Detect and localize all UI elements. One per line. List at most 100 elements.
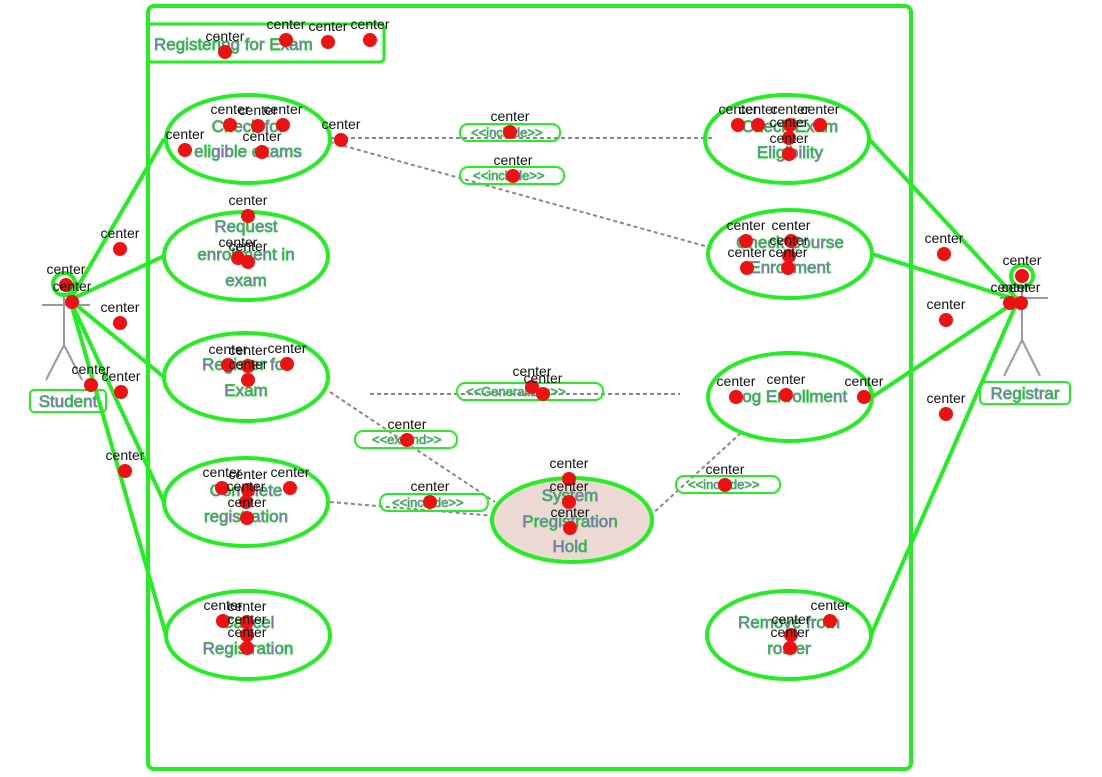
svg-text:<<Generalizes>>: <<Generalizes>> [466, 384, 566, 399]
center-marker-label: center [706, 461, 745, 477]
center-marker-dot [1015, 269, 1029, 283]
center-marker-label: center [211, 101, 250, 117]
center-marker-label: center [1003, 252, 1042, 268]
center-marker-label: center [271, 464, 310, 480]
center-marker-dot [782, 249, 796, 263]
center-marker-label: center [228, 624, 267, 640]
center-marker-label: center [239, 102, 278, 118]
center-marker-dot [536, 387, 550, 401]
system-boundary [146, 4, 913, 771]
center-marker-dot [779, 388, 793, 402]
center-marker-dot [221, 358, 235, 372]
center-marker-dot [65, 295, 79, 309]
center-marker-dot [729, 390, 743, 404]
student-actor-label: Student [39, 392, 98, 411]
center-marker-dot [783, 118, 797, 132]
center-marker-dot [740, 261, 754, 275]
center-marker-dot [939, 407, 953, 421]
center-marker-dot [563, 521, 577, 535]
center-marker-dot [363, 33, 377, 47]
center-marker-label: center [206, 28, 245, 44]
center-marker-label: center [771, 101, 810, 117]
registrar-actor-label: Registrar [991, 384, 1060, 403]
center-marker-label: center [106, 447, 145, 463]
center-marker-label: center [228, 494, 267, 510]
center-marker-dot [241, 209, 255, 223]
center-marker-dot [241, 373, 255, 387]
center-marker-label: center [229, 192, 268, 208]
center-marker-label: center [322, 116, 361, 132]
center-marker-dot [240, 511, 254, 525]
center-marker-dot [400, 433, 414, 447]
center-marker-label: center [772, 611, 811, 627]
center-marker-dot [784, 628, 798, 642]
center-marker-label: center [801, 101, 840, 117]
center-marker-dot [782, 147, 796, 161]
center-marker-label: center [717, 373, 756, 389]
center-marker-dot [276, 118, 290, 132]
center-marker-dot [240, 641, 254, 655]
center-marker-dot [562, 495, 576, 509]
center-marker-label: center [991, 279, 1030, 295]
center-marker-dot [937, 247, 951, 261]
center-marker-label: center [203, 464, 242, 480]
center-marker-label: center [229, 466, 268, 482]
center-marker-dot [813, 118, 827, 132]
center-marker-label: center [388, 416, 427, 432]
center-marker-dot [280, 357, 294, 371]
center-marker-dot [783, 641, 797, 655]
center-marker-dot [857, 390, 871, 404]
use-case-remove-from-roster: Remove from roster [705, 589, 873, 681]
registrar-associations [867, 137, 1020, 636]
center-marker-label: center [101, 225, 140, 241]
center-marker-dot [240, 615, 254, 629]
center-marker-dot [334, 133, 348, 147]
center-marker-label: center [264, 101, 303, 117]
center-marker-label: center [351, 16, 390, 32]
center-marker-dot [823, 614, 837, 628]
svg-text:exam: exam [225, 271, 267, 290]
center-marker-dot [113, 242, 127, 256]
center-marker-label: center [101, 299, 140, 315]
center-marker-dot [216, 614, 230, 628]
student-associations [68, 137, 168, 636]
center-marker-label: center [551, 504, 590, 520]
center-marker-dot [240, 628, 254, 642]
svg-text:Remove from: Remove from [738, 613, 840, 632]
center-marker-dot [241, 255, 255, 269]
center-marker-dot [423, 495, 437, 509]
center-marker-dot [939, 313, 953, 327]
center-marker-label: center [728, 244, 767, 260]
center-marker-dot [215, 481, 229, 495]
center-marker-label: center [770, 232, 809, 248]
center-marker-dot [113, 316, 127, 330]
center-marker-label: center [491, 108, 530, 124]
center-marker-label: center [719, 101, 758, 117]
center-marker-label: center [243, 128, 282, 144]
center-marker-dot [283, 481, 297, 495]
center-marker-label: center [102, 368, 141, 384]
center-marker-label: center [550, 455, 589, 471]
center-marker-label: center [494, 152, 533, 168]
center-marker-label: center [513, 363, 552, 379]
center-marker-label: center [771, 624, 810, 640]
center-marker-dot [751, 118, 765, 132]
system-title: Registering for Exam [154, 35, 313, 54]
student-actor: Student [29, 271, 107, 413]
center-marker-dot [781, 261, 795, 275]
center-marker-label: center [770, 130, 809, 146]
center-marker-label: center [727, 217, 766, 233]
center-marker-dot [739, 234, 753, 248]
center-marker-dot [251, 119, 265, 133]
svg-text:Request: Request [214, 217, 278, 236]
center-marker-dot [178, 143, 192, 157]
center-marker-label: center [767, 371, 806, 387]
center-marker-dot [241, 359, 255, 373]
svg-text:Exam: Exam [224, 381, 267, 400]
svg-text:eligible exams: eligible exams [194, 142, 302, 161]
center-marker-label: center [229, 238, 268, 254]
center-marker-label: center [204, 597, 243, 613]
relationship-lines [329, 137, 743, 517]
